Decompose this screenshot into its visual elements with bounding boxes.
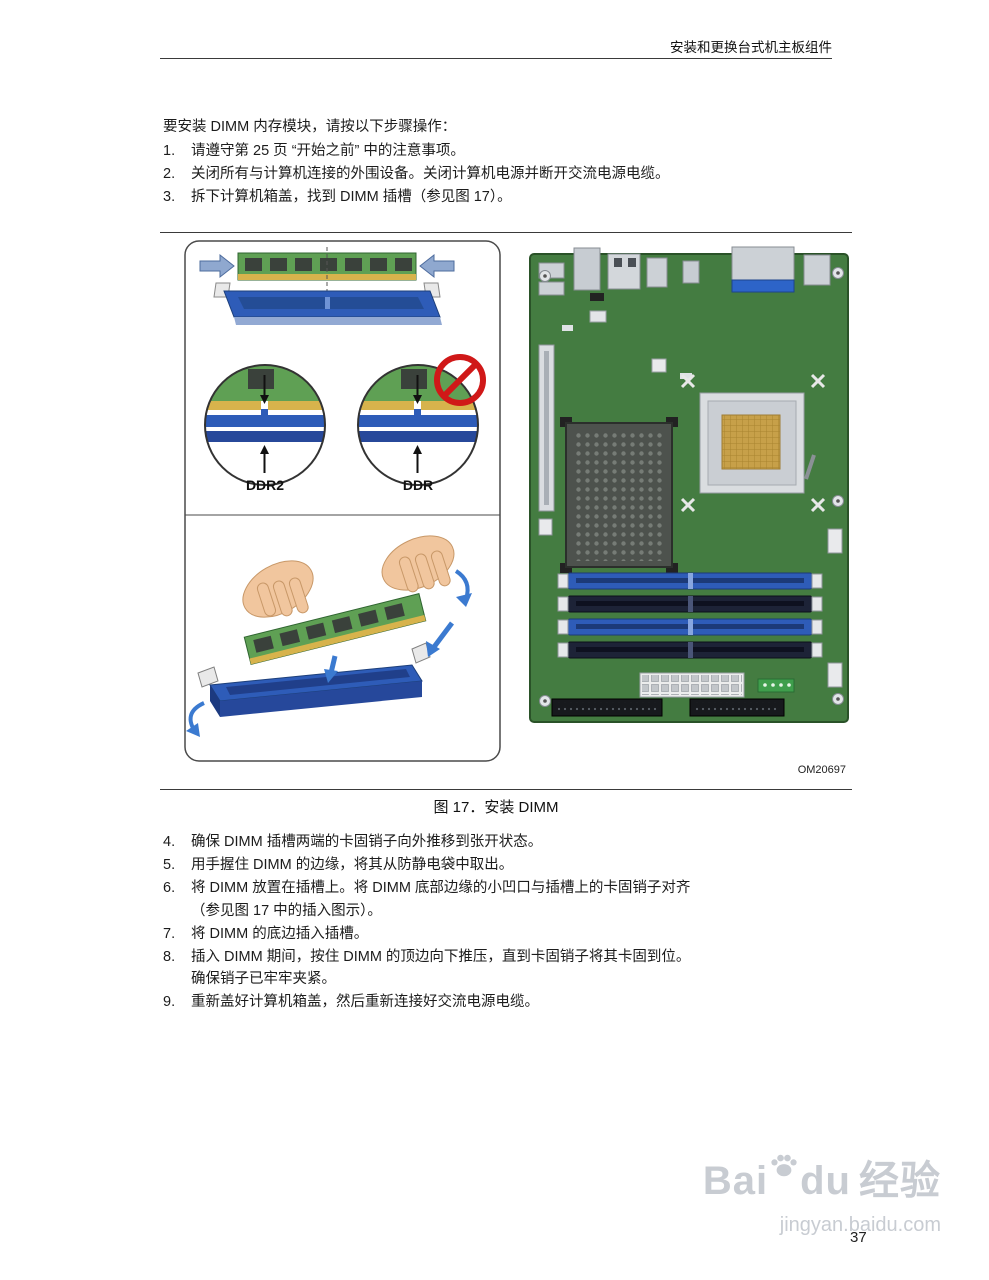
ddr2-notch-detail — [204, 364, 326, 486]
cpu-socket — [699, 392, 816, 494]
led-header — [757, 678, 795, 693]
motion-arrows — [186, 569, 472, 737]
step-text: 将 DIMM 的底边插入插槽。 — [191, 925, 369, 942]
step-number: 8. — [163, 948, 176, 965]
paw-icon — [771, 1154, 797, 1177]
step-item: 1. 请遵守第 25 页 “开始之前” 中的注意事项。 — [163, 140, 853, 163]
step-number: 9. — [163, 994, 176, 1011]
watermark-brand-part1: Bai — [702, 1159, 769, 1203]
header-rule — [160, 58, 832, 59]
dimm-slots — [557, 572, 823, 659]
motherboard — [529, 246, 849, 723]
chipset-heatsink — [560, 417, 678, 573]
dimm-slot-4 — [557, 641, 823, 659]
step-item: 4. 确保 DIMM 插槽两端的卡固销子向外推移到张开状态。 — [163, 831, 853, 854]
ddr-label: DDR — [402, 477, 434, 493]
intro-text: 要安装 DIMM 内存模块，请按以下步骤操作： — [163, 119, 457, 135]
step-text: 插入 DIMM 期间，按住 DIMM 的顶边向下推压，直到卡固销子将其卡固到位。… — [191, 948, 691, 988]
step-number: 6. — [163, 879, 176, 896]
step-item: 2. 关闭所有与计算机连接的外围设备。关闭计算机电源并断开交流电源电缆。 — [163, 163, 853, 186]
page-header-title: 安装和更换台式机主板组件 — [670, 40, 832, 55]
mount-cross-marks — [680, 373, 826, 513]
figure-caption: 图 17．安装 DIMM — [433, 799, 559, 816]
step-text: 拆下计算机箱盖，找到 DIMM 插槽（参见图 17）。 — [191, 188, 512, 205]
step-number: 5. — [163, 856, 176, 873]
power-connector — [639, 672, 745, 698]
step-number: 1. — [163, 143, 176, 159]
figure-17: DDR2 DDR OM20697 — [160, 232, 852, 790]
step-text: 关闭所有与计算机连接的外围设备。关闭计算机电源并断开交流电源电缆。 — [191, 165, 670, 182]
dimm-module — [243, 593, 427, 665]
dimm-install-panel — [184, 240, 501, 762]
dimm-slot-3 — [557, 618, 823, 636]
figure-part-number: OM20697 — [797, 764, 846, 776]
watermark-url: jingyan.baidu.com — [779, 1214, 941, 1236]
ide-connectors — [551, 698, 785, 717]
steps-list-bottom: 4. 确保 DIMM 插槽两端的卡固销子向外推移到张开状态。 5. 用手握住 D… — [163, 831, 853, 1014]
steps-list-top: 1. 请遵守第 25 页 “开始之前” 中的注意事项。 2. 关闭所有与计算机连… — [163, 140, 853, 209]
step-item: 3. 拆下计算机箱盖，找到 DIMM 插槽（参见图 17）。 — [163, 186, 853, 209]
step-text: 确保 DIMM 插槽两端的卡固销子向外推移到张开状态。 — [191, 834, 543, 850]
dimm-slot-2 — [557, 595, 823, 613]
step-item: 5. 用手握住 DIMM 的边缘，将其从防静电袋中取出。 — [163, 854, 853, 877]
step-item: 8. 插入 DIMM 期间，按住 DIMM 的顶边向下推压，直到卡固销子将其卡固… — [163, 946, 853, 992]
screw-holes — [539, 267, 844, 707]
step-item: 6. 将 DIMM 放置在插槽上。将 DIMM 底部边缘的小凹口与插槽上的卡固销… — [163, 877, 853, 923]
step-text: 将 DIMM 放置在插槽上。将 DIMM 底部边缘的小凹口与插槽上的卡固销子对齐… — [191, 879, 691, 919]
watermark-brand-part3: 经验 — [859, 1159, 941, 1203]
back-panel-connectors — [538, 246, 831, 296]
expansion-slot — [538, 344, 555, 536]
ddr2-label: DDR2 — [245, 477, 285, 493]
fingers — [256, 550, 451, 617]
step-number: 3. — [163, 188, 176, 205]
page-number: 37 — [850, 1229, 867, 1246]
dimm-socket — [197, 642, 431, 717]
figure-illustration — [184, 240, 849, 762]
step-number: 7. — [163, 925, 176, 942]
hands-inserting-dimm-illustration — [186, 535, 472, 737]
step-item: 9. 重新盖好计算机箱盖，然后重新连接好交流电源电缆。 — [163, 991, 853, 1014]
step-text: 请遵守第 25 页 “开始之前” 中的注意事项。 — [191, 143, 465, 159]
step-number: 4. — [163, 834, 176, 850]
step-number: 2. — [163, 165, 176, 182]
prohibited-icon — [434, 354, 486, 406]
watermark-brand-part2: du — [800, 1159, 851, 1203]
step-text: 重新盖好计算机箱盖，然后重新连接好交流电源电缆。 — [191, 994, 539, 1011]
dimm-over-socket-illustration — [199, 247, 455, 325]
step-text: 用手握住 DIMM 的边缘，将其从防静电袋中取出。 — [191, 856, 514, 873]
step-item: 7. 将 DIMM 的底边插入插槽。 — [163, 923, 853, 946]
dimm-slot-1 — [557, 572, 823, 590]
